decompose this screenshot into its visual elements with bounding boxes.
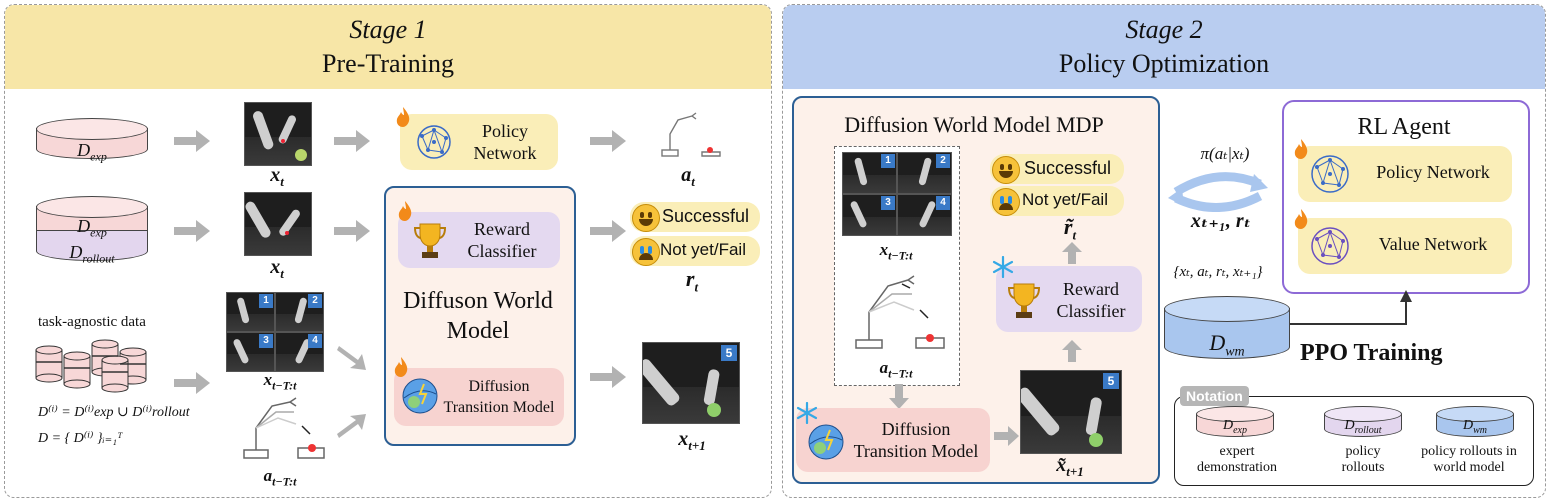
stage1-title: Stage 1 bbox=[349, 15, 427, 44]
notation-rollout-desc: policy rollouts bbox=[1341, 444, 1385, 475]
arrow-seq-to-diffusion bbox=[337, 346, 366, 370]
arrow-reward-up-to-rtilde bbox=[1062, 242, 1082, 264]
arrow-policy-to-action bbox=[590, 130, 626, 152]
notation-title: Notation bbox=[1180, 386, 1249, 406]
arrow-mdp-seq-to-diffusion bbox=[889, 384, 909, 409]
diffusion-transition-label: Diffusion Transition Model bbox=[443, 378, 555, 416]
flame-icon bbox=[396, 107, 410, 127]
formula-dataset: D = { D⁽ⁱ⁾ }ᵢ₌₁ᵀ bbox=[38, 431, 123, 446]
label-x-next: xt+1 bbox=[678, 428, 706, 453]
mdp-reward-classifier-card: Reward Classifier bbox=[992, 256, 1142, 332]
reward-classifier-label: Reward Classifier bbox=[467, 219, 537, 261]
label-x-seq: xt−T:t bbox=[263, 370, 297, 393]
stage2-header: Stage 2 Policy Optimization bbox=[783, 5, 1545, 89]
rl-value-network-label: Value Network bbox=[1378, 234, 1488, 254]
mdp-label-x-seq: xt−T:t bbox=[879, 240, 913, 263]
label-xt-2: xt bbox=[270, 256, 284, 281]
label-x-tilde: x̃t+1 bbox=[1056, 454, 1084, 479]
flame-icon bbox=[1294, 139, 1308, 159]
arrow-frame-up-to-reward bbox=[1062, 340, 1082, 362]
mdp-reward-classifier-label: Reward Classifier bbox=[1056, 279, 1126, 321]
snowflake-icon bbox=[796, 402, 818, 424]
label-at: at bbox=[681, 164, 695, 189]
notation-exp-cylinder: Dexp bbox=[1196, 406, 1274, 442]
dataset-exp-rollout-cylinder: Dexp Drollout bbox=[36, 196, 148, 270]
flame-icon bbox=[1294, 209, 1308, 229]
arrow-drollout-to-xt bbox=[174, 220, 210, 242]
transition-tuple: {xₜ, aₜ, rₜ, xₜ₊₁} bbox=[1173, 264, 1263, 280]
frame-grid-seq: 1 2 3 4 bbox=[226, 292, 324, 372]
frame-xt-2 bbox=[244, 192, 312, 256]
notation-exp-desc: expert demonstration bbox=[1196, 444, 1278, 475]
crying-emoji-icon bbox=[632, 238, 660, 266]
crying-emoji-icon bbox=[992, 188, 1020, 216]
mdp-frame-grid: 1 2 3 4 bbox=[842, 152, 952, 236]
policy-network-card: Policy Network bbox=[396, 107, 558, 170]
arrow-xt-to-reward bbox=[334, 220, 370, 242]
notation-wm-desc: policy rollouts in world model bbox=[1421, 444, 1517, 475]
arrow-diffusion-to-xtilde bbox=[994, 426, 1019, 446]
policy-network-label: Policy Network bbox=[473, 121, 537, 163]
label-a-seq: at−T:t bbox=[263, 466, 297, 489]
smile-emoji-icon bbox=[992, 156, 1020, 184]
ppo-training-label: PPO Training bbox=[1300, 340, 1443, 366]
notation-wm-cylinder: Dwm bbox=[1436, 406, 1514, 442]
state-reward-label: xₜ₊₁, rₜ bbox=[1190, 210, 1252, 232]
stage1-subtitle: Pre-Training bbox=[322, 49, 454, 78]
snowflake-icon bbox=[992, 256, 1014, 278]
flame-icon bbox=[394, 357, 408, 377]
mdp-outcome-successful: Successful bbox=[990, 154, 1124, 184]
mdp-diffusion-transition-card: Diffusion Transition Model bbox=[796, 402, 990, 472]
robot-sketch-action-seq bbox=[243, 397, 325, 459]
mdp-outcome-not-yet-fail: Not yet/Fail bbox=[990, 186, 1124, 216]
stage1-header: Stage 1 Pre-Training bbox=[5, 5, 771, 89]
policy-equation: π(aₜ|xₜ) bbox=[1200, 144, 1250, 163]
dataset-exp-cylinder: Dexp bbox=[36, 118, 148, 168]
outcome-not-yet-fail: Not yet/Fail bbox=[630, 236, 760, 266]
frame-x-next: 5 bbox=[642, 342, 740, 424]
mdp-label-r-tilde: r̃t bbox=[1063, 214, 1077, 243]
stage2-title: Stage 2 bbox=[1125, 15, 1203, 44]
arrow-dexp-to-xt bbox=[174, 130, 210, 152]
mdp-label-a-seq: at−T:t bbox=[879, 358, 913, 381]
task-agnostic-label: task-agnostic data bbox=[38, 314, 146, 330]
robot-sketch-action bbox=[661, 112, 721, 157]
stage2-subtitle: Policy Optimization bbox=[1058, 49, 1270, 78]
value-network-icon bbox=[1311, 227, 1349, 265]
mdp-diffusion-transition-label: Diffusion Transition Model bbox=[853, 419, 979, 461]
frame-x-tilde: 5 bbox=[1020, 370, 1122, 454]
rl-value-network-card: Value Network bbox=[1294, 209, 1512, 274]
arrow-task-to-seq bbox=[174, 372, 210, 394]
mdp-robot-sketch bbox=[855, 275, 945, 349]
dataset-wm-cylinder: Dwm bbox=[1164, 296, 1290, 368]
cycle-arrows-icon bbox=[1168, 172, 1268, 212]
neural-network-icon bbox=[1311, 155, 1349, 193]
diffusion-transition-card: Diffusion Transition Model bbox=[394, 357, 564, 426]
trophy-icon bbox=[1007, 283, 1041, 318]
arrow-xt-to-policy bbox=[334, 130, 370, 152]
flame-icon bbox=[398, 201, 412, 221]
diffusion-icon bbox=[402, 378, 438, 414]
diffusion-icon bbox=[808, 424, 844, 460]
neural-network-icon bbox=[417, 125, 451, 159]
formula-union: D⁽ⁱ⁾ = D⁽ⁱ⁾exp ∪ D⁽ⁱ⁾rollout bbox=[38, 405, 190, 420]
outcome-successful: Successful bbox=[630, 202, 760, 232]
label-rt: rt bbox=[685, 266, 699, 295]
arrow-diffusion-to-next bbox=[590, 366, 626, 388]
frame-xt-1 bbox=[244, 102, 312, 166]
arrow-action-to-diffusion bbox=[337, 414, 366, 438]
smile-emoji-icon bbox=[632, 204, 660, 232]
world-model-title: Diffuson World Model bbox=[403, 288, 553, 344]
rl-policy-network-card: Policy Network bbox=[1294, 139, 1512, 202]
task-agnostic-db-icons bbox=[35, 339, 147, 393]
rl-policy-network-label: Policy Network bbox=[1376, 162, 1490, 182]
arrow-reward-to-outcome bbox=[590, 220, 626, 242]
arrow-dwm-to-agent bbox=[1290, 290, 1412, 325]
rl-agent-title: RL Agent bbox=[1357, 114, 1451, 140]
trophy-icon bbox=[413, 223, 447, 258]
notation-rollout-cylinder: Drollout bbox=[1324, 406, 1402, 442]
reward-classifier-card: Reward Classifier bbox=[398, 201, 560, 268]
label-xt-1: xt bbox=[270, 164, 284, 189]
mdp-title: Diffusion World Model MDP bbox=[844, 112, 1104, 137]
